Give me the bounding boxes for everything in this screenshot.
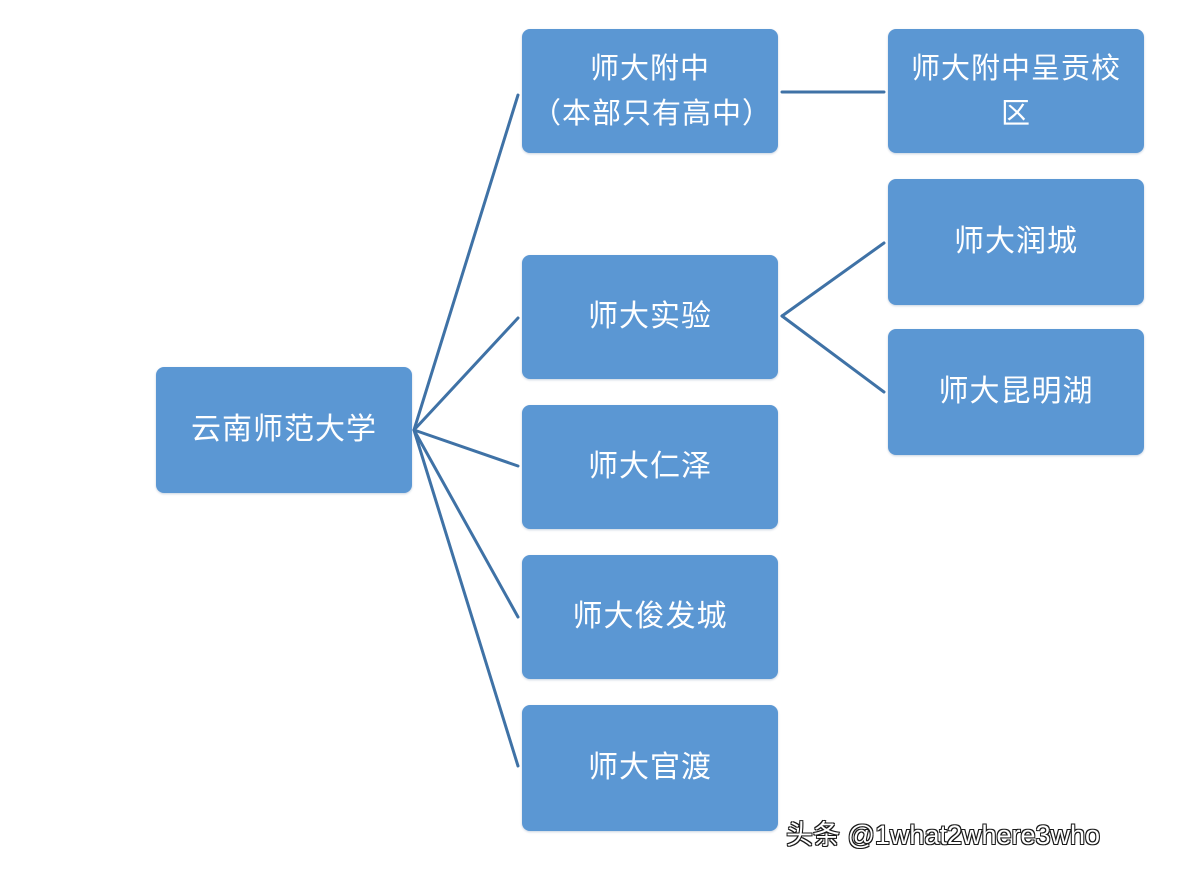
connector-shiyan-runcheng <box>780 241 886 318</box>
node-shida-renze[interactable]: 师大仁泽 <box>522 405 778 529</box>
node-shida-fuzhong-chenggong[interactable]: 师大附中呈贡校 区 <box>888 29 1144 153</box>
node-label: 师大润城 <box>954 223 1078 259</box>
node-label: 师大官渡 <box>588 749 712 785</box>
node-label: 云南师范大学 <box>191 411 377 447</box>
node-shida-fuzhong[interactable]: 师大附中 （本部只有高中） <box>522 29 778 153</box>
node-label: 师大附中 （本部只有高中） <box>532 51 773 130</box>
node-shida-guandu[interactable]: 师大官渡 <box>522 705 778 831</box>
node-shida-runcheng[interactable]: 师大润城 <box>888 179 1144 305</box>
node-shida-shiyan[interactable]: 师大实验 <box>522 255 778 379</box>
connector-root-renze <box>412 428 520 468</box>
node-shida-junfacheng[interactable]: 师大俊发城 <box>522 555 778 679</box>
node-label: 师大实验 <box>588 298 712 334</box>
connector-root-fuzhong <box>412 93 520 432</box>
connector-root-guandu <box>412 428 520 768</box>
node-label: 师大昆明湖 <box>938 373 1094 409</box>
watermark: 头条 @1what2where3who <box>785 819 1101 850</box>
node-label: 师大俊发城 <box>572 598 728 634</box>
connector-root-junfa <box>412 428 520 619</box>
node-shida-kunminghu[interactable]: 师大昆明湖 <box>888 329 1144 455</box>
node-yunnan-normal-university[interactable]: 云南师范大学 <box>156 367 412 493</box>
connector-shiyan-kunminghu <box>780 314 886 394</box>
node-label: 师大附中呈贡校 区 <box>910 51 1121 130</box>
connector-root-shiyan <box>412 316 520 432</box>
node-label: 师大仁泽 <box>588 448 712 484</box>
